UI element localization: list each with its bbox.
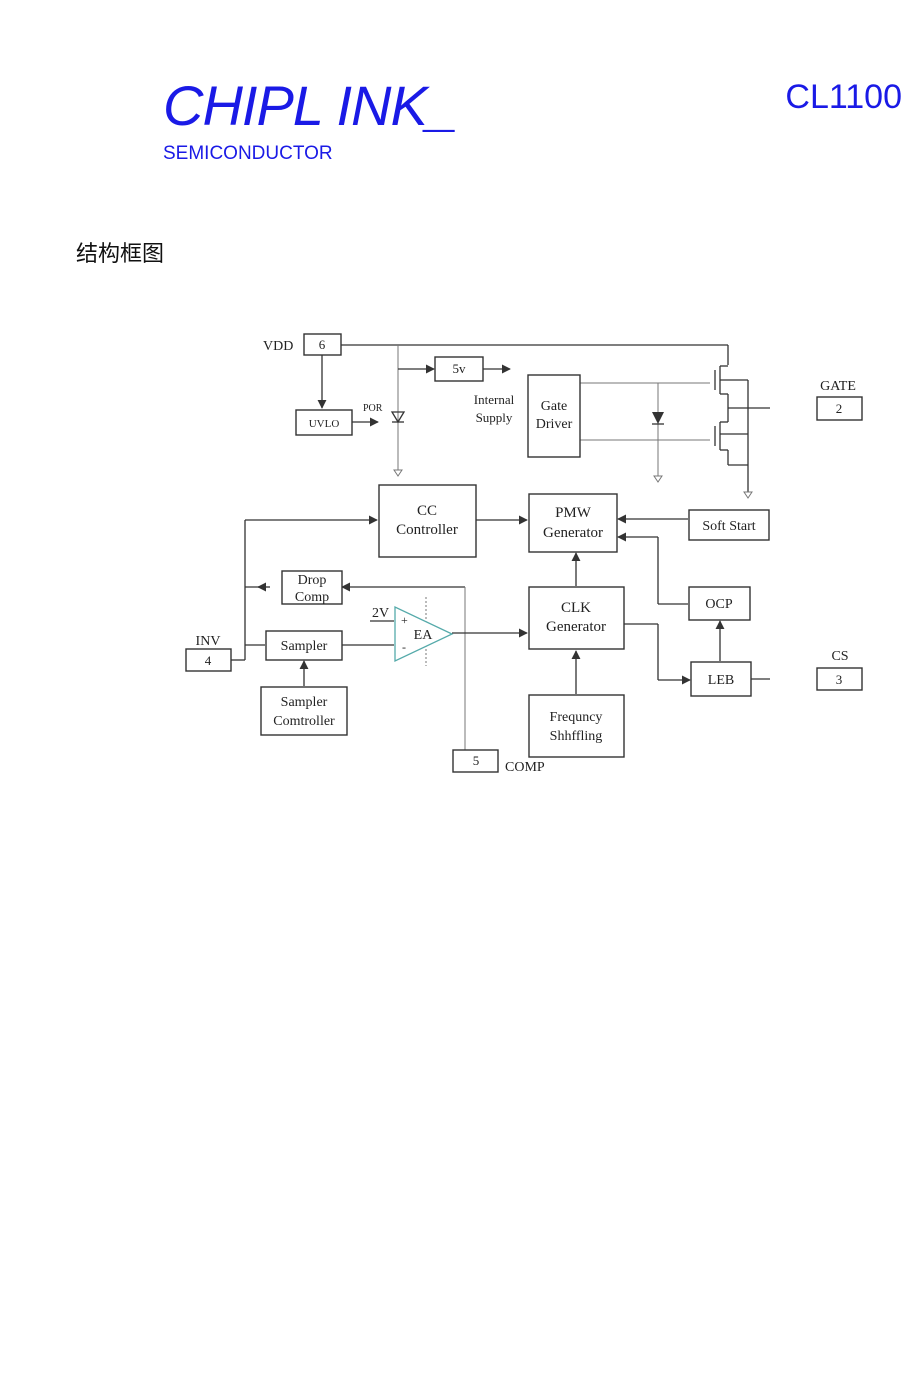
frequency-shuffling-line1: Frequncy xyxy=(550,710,603,725)
soft-start-block xyxy=(688,509,770,541)
regulator-5v-block xyxy=(434,356,484,382)
inv-pin-label: INV xyxy=(196,634,221,649)
gate-driver-line2: Driver xyxy=(536,417,573,432)
ocp-label: OCP xyxy=(705,597,732,612)
sampler-controller-line1: Sampler xyxy=(281,695,328,710)
vdd-pin-label: VDD xyxy=(263,339,293,354)
cs-pin xyxy=(816,667,863,691)
company-logo: CHIPL INK_ xyxy=(163,74,458,137)
pmw-generator-line2: Generator xyxy=(543,525,603,541)
part-number: CL1100 xyxy=(785,78,902,116)
clk-generator-block xyxy=(528,586,625,650)
drop-comp-line1: Drop xyxy=(298,573,327,588)
frequency-shuffling-block xyxy=(528,694,625,758)
por-label: POR xyxy=(363,403,383,414)
leb-label: LEB xyxy=(708,673,734,688)
gate-pin-number: 2 xyxy=(836,401,843,416)
sampler-block xyxy=(265,630,343,661)
ea-minus: - xyxy=(402,640,406,654)
inv-pin xyxy=(185,648,232,672)
comp-pin-label: COMP xyxy=(505,760,545,775)
clk-generator-line1: CLK xyxy=(561,600,591,616)
inv-pin-number: 4 xyxy=(205,653,212,668)
gate-pin xyxy=(816,396,863,421)
company-subtitle: SEMICONDUCTOR xyxy=(163,143,333,164)
cc-controller-line1: CC xyxy=(417,503,437,519)
sampler-controller-block xyxy=(260,686,348,736)
cs-pin-number: 3 xyxy=(836,672,843,687)
clk-generator-line2: Generator xyxy=(546,619,606,635)
pmw-generator-block xyxy=(528,493,618,553)
vdd-pin xyxy=(303,333,342,356)
internal-supply-line1: Internal xyxy=(474,392,515,407)
regulator-5v-label: 5v xyxy=(453,361,467,376)
drop-comp-line2: Comp xyxy=(295,590,329,605)
soft-start-label: Soft Start xyxy=(702,519,755,534)
ref-2v-label: 2V xyxy=(372,606,389,621)
drop-comp-block xyxy=(281,570,343,605)
leb-block xyxy=(690,661,752,697)
ea-plus: + xyxy=(401,613,408,627)
pmw-generator-line1: PMW xyxy=(555,505,592,521)
ea-label: EA xyxy=(414,628,434,643)
comp-pin xyxy=(452,749,499,773)
gate-pin-label: GATE xyxy=(820,379,856,394)
cs-pin-label: CS xyxy=(831,649,848,664)
vdd-pin-number: 6 xyxy=(319,337,326,352)
gate-driver-line1: Gate xyxy=(541,399,567,414)
cc-controller-line2: Controller xyxy=(396,522,458,538)
internal-supply-line2: Supply xyxy=(476,410,513,425)
sampler-label: Sampler xyxy=(281,639,328,654)
uvlo-label: UVLO xyxy=(309,418,340,430)
ea-amplifier xyxy=(394,605,454,663)
uvlo-block xyxy=(295,409,353,436)
frequency-shuffling-line2: Shhffling xyxy=(550,729,603,744)
ocp-block xyxy=(688,586,751,621)
sampler-controller-line2: Comtroller xyxy=(273,714,335,729)
section-title: 结构框图 xyxy=(76,242,165,267)
comp-pin-number: 5 xyxy=(473,753,480,768)
gate-driver-block xyxy=(527,374,581,458)
cc-controller-block xyxy=(378,484,477,558)
